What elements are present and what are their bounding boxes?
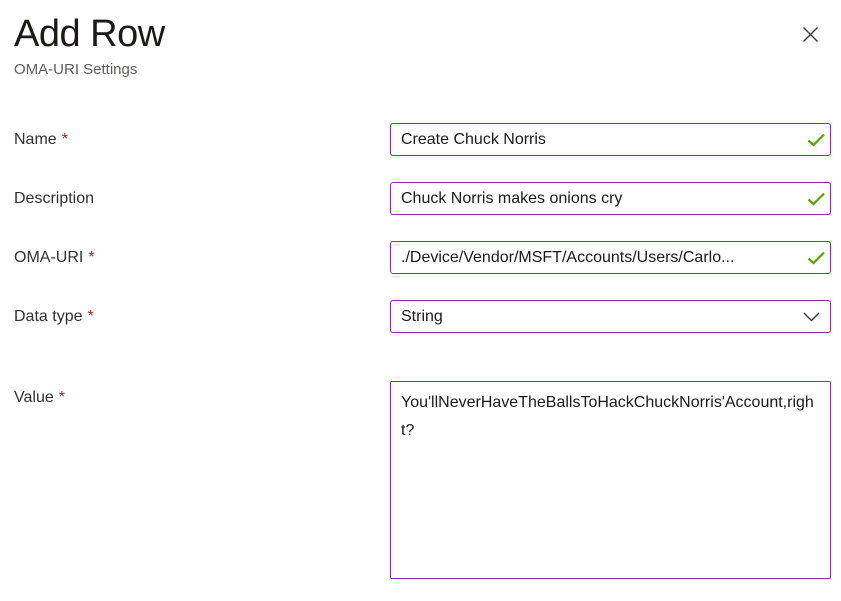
page-subtitle: OMA-URI Settings	[14, 61, 138, 78]
required-asterisk: *	[61, 131, 68, 148]
name-label: Name*	[14, 131, 68, 148]
value-label: Value*	[14, 389, 65, 406]
oma-uri-form: Name* Description	[0, 123, 841, 584]
oma-uri-label: OMA-URI*	[14, 249, 95, 266]
required-asterisk: *	[87, 308, 94, 325]
form-row-value: Value* You'llNeverHaveTheBallsToHackChuc…	[0, 381, 841, 584]
description-label: Description	[14, 190, 95, 207]
form-row-data-type: Data type* String	[0, 300, 841, 333]
dialog-header: Add Row OMA-URI Settings	[0, 0, 841, 79]
data-type-label: Data type*	[14, 308, 94, 325]
close-button[interactable]	[799, 23, 821, 45]
close-icon	[802, 26, 819, 43]
name-input[interactable]	[390, 123, 831, 156]
oma-uri-input[interactable]	[390, 241, 831, 274]
data-type-selected-value: String	[401, 307, 443, 325]
value-textarea[interactable]: You'llNeverHaveTheBallsToHackChuckNorris…	[390, 381, 831, 579]
page-title: Add Row	[14, 13, 165, 55]
form-row-oma-uri: OMA-URI*	[0, 241, 841, 274]
required-asterisk: *	[88, 249, 95, 266]
description-input[interactable]	[390, 182, 831, 215]
data-type-dropdown[interactable]: String	[390, 300, 831, 333]
form-row-name: Name*	[0, 123, 841, 156]
required-asterisk: *	[58, 389, 65, 406]
form-row-description: Description	[0, 182, 841, 215]
